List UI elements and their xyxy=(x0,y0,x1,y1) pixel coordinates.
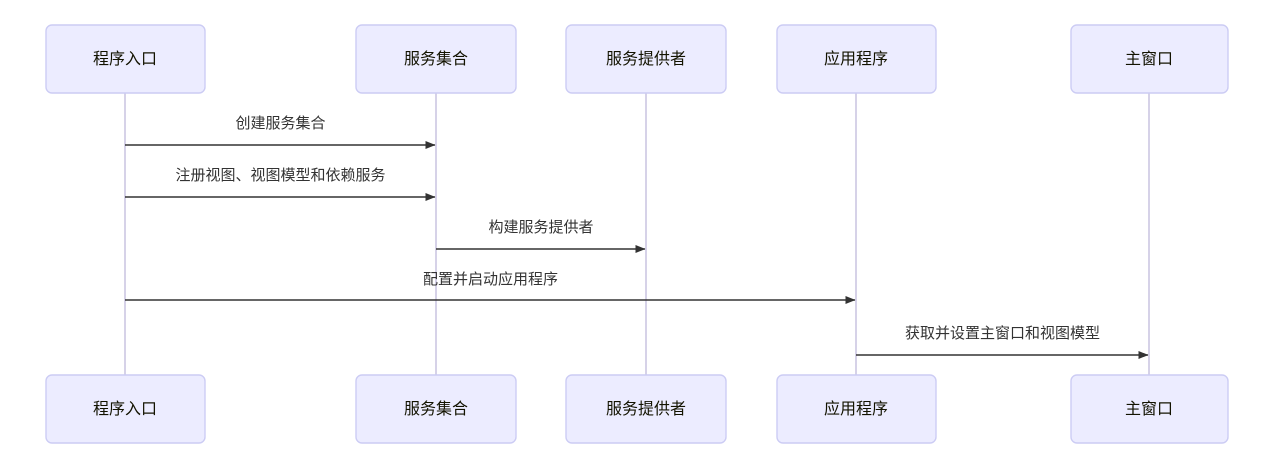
actor-top-p2[interactable]: 服务提供者 xyxy=(565,24,727,94)
actor-label: 服务集合 xyxy=(404,50,468,68)
message-1[interactable]: 创建服务集合 xyxy=(125,115,436,149)
actor-label: 服务提供者 xyxy=(606,400,686,418)
actor-label: 主窗口 xyxy=(1125,50,1173,68)
message-label-5: 获取并设置主窗口和视图模型 xyxy=(905,324,1100,342)
actor-box xyxy=(45,374,206,444)
message-2[interactable]: 注册视图、视图模型和依赖服务 xyxy=(125,167,436,201)
actor-top-p0[interactable]: 程序入口 xyxy=(45,24,206,94)
message-4[interactable]: 配置并启动应用程序 xyxy=(125,270,856,304)
actor-box xyxy=(776,374,937,444)
actor-box xyxy=(565,24,727,94)
message-label-3: 构建服务提供者 xyxy=(488,219,593,236)
lifelines-group xyxy=(124,93,1150,375)
messages-group: 创建服务集合注册视图、视图模型和依赖服务构建服务提供者配置并启动应用程序获取并设… xyxy=(125,115,1149,359)
actor-label: 主窗口 xyxy=(1125,400,1173,418)
actor-bottom-p0[interactable]: 程序入口 xyxy=(45,374,206,444)
actor-top-p4[interactable]: 主窗口 xyxy=(1070,24,1229,94)
actor-box xyxy=(565,374,727,444)
actor-box xyxy=(1070,374,1229,444)
actor-box xyxy=(776,24,937,94)
message-label-1: 创建服务集合 xyxy=(235,115,325,132)
actor-bottom-p2[interactable]: 服务提供者 xyxy=(565,374,727,444)
actor-box xyxy=(355,24,517,94)
actor-label: 程序入口 xyxy=(93,50,157,68)
actor-bottom-p1[interactable]: 服务集合 xyxy=(355,374,517,444)
actor-label: 服务提供者 xyxy=(606,50,686,68)
actor-top-p1[interactable]: 服务集合 xyxy=(355,24,517,94)
message-label-2: 注册视图、视图模型和依赖服务 xyxy=(175,167,385,184)
actor-bottom-p3[interactable]: 应用程序 xyxy=(776,374,937,444)
message-label-4: 配置并启动应用程序 xyxy=(423,270,558,288)
actor-label: 程序入口 xyxy=(93,400,157,418)
actor-box xyxy=(45,24,206,94)
actor-top-p3[interactable]: 应用程序 xyxy=(776,24,937,94)
actors-bottom-group: 程序入口 服务集合 服务提供者 应用程序 主窗口 xyxy=(45,374,1229,444)
actor-label: 服务集合 xyxy=(404,400,468,418)
actor-label: 应用程序 xyxy=(824,49,888,68)
message-3[interactable]: 构建服务提供者 xyxy=(436,219,646,253)
actor-box xyxy=(355,374,517,444)
actors-top-group: 程序入口 服务集合 服务提供者 应用程序 主窗口 xyxy=(45,24,1229,94)
actor-label: 应用程序 xyxy=(824,399,888,418)
message-5[interactable]: 获取并设置主窗口和视图模型 xyxy=(856,324,1149,359)
actor-bottom-p4[interactable]: 主窗口 xyxy=(1070,374,1229,444)
actor-box xyxy=(1070,24,1229,94)
